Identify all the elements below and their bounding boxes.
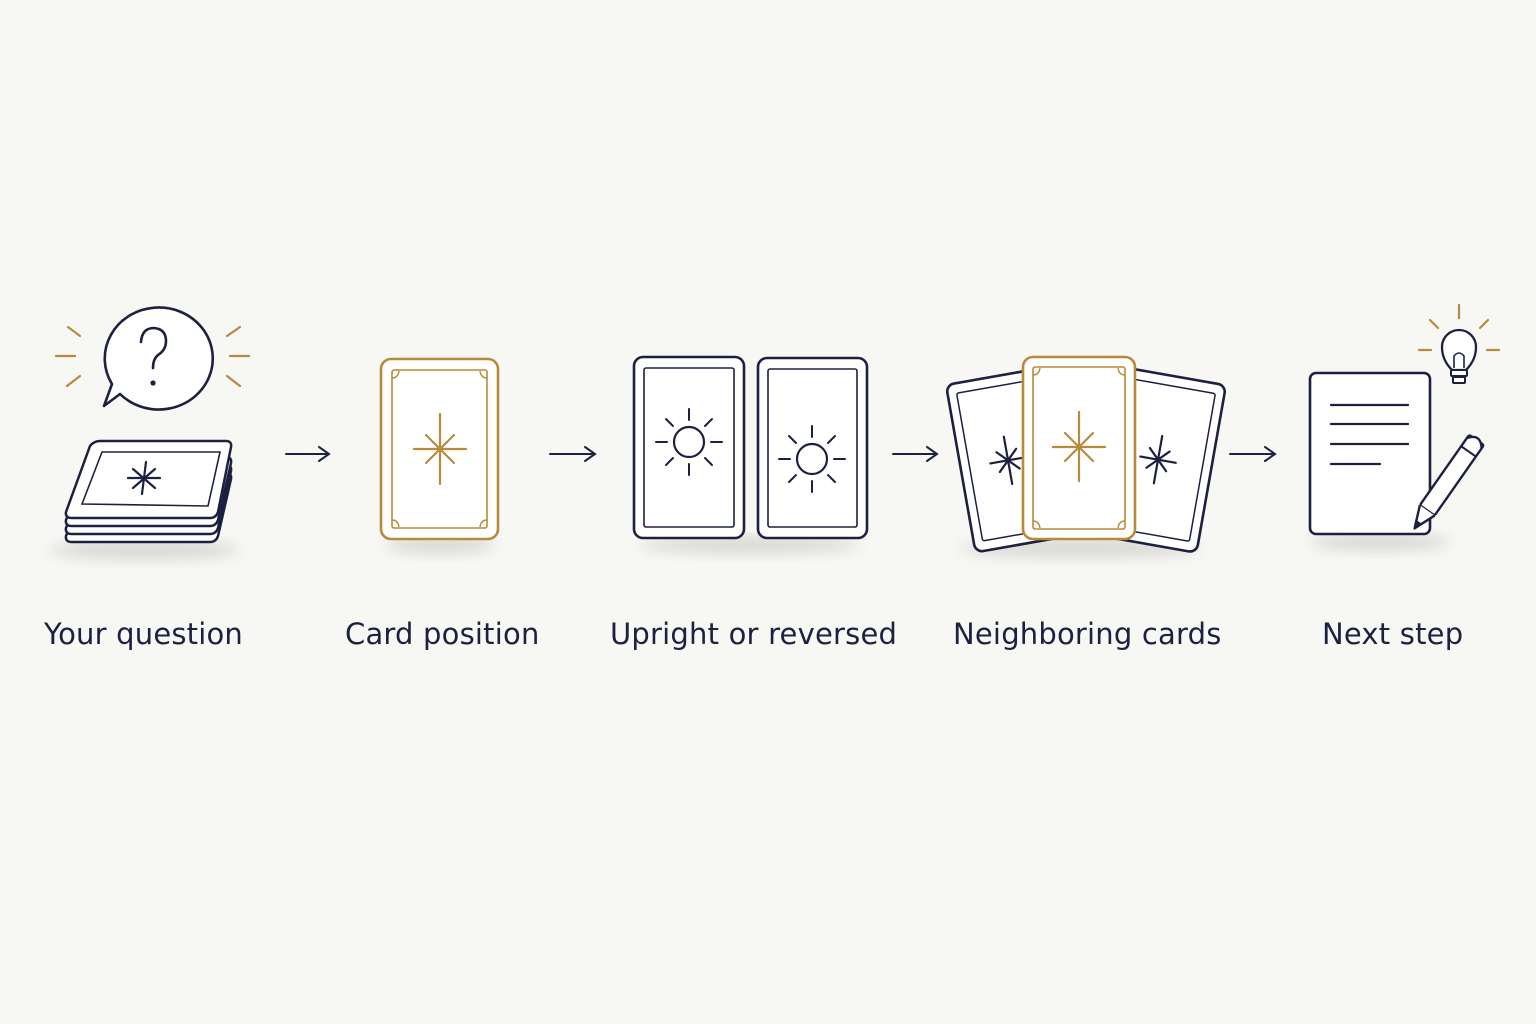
step-label-next-step: Next step — [1322, 617, 1464, 651]
step-label-upright-or-reversed: Upright or reversed — [610, 617, 898, 651]
step-label-card-position: Card position — [345, 617, 540, 651]
step-label-your-question: Your question — [44, 617, 244, 651]
notepad-pencil-lightbulb-icon — [1308, 303, 1501, 551]
arrow-right-icon — [549, 446, 597, 462]
step-label-neighboring-cards: Neighboring cards — [953, 617, 1222, 651]
question-bubble-and-deck-icon — [50, 306, 251, 560]
three-card-spread-icon — [945, 355, 1227, 558]
two-sun-cards-icon — [632, 355, 869, 554]
arrow-right-icon — [892, 446, 939, 462]
arrow-right-icon — [285, 446, 331, 462]
arrow-right-icon — [1229, 446, 1277, 462]
star-card-icon — [379, 357, 500, 554]
